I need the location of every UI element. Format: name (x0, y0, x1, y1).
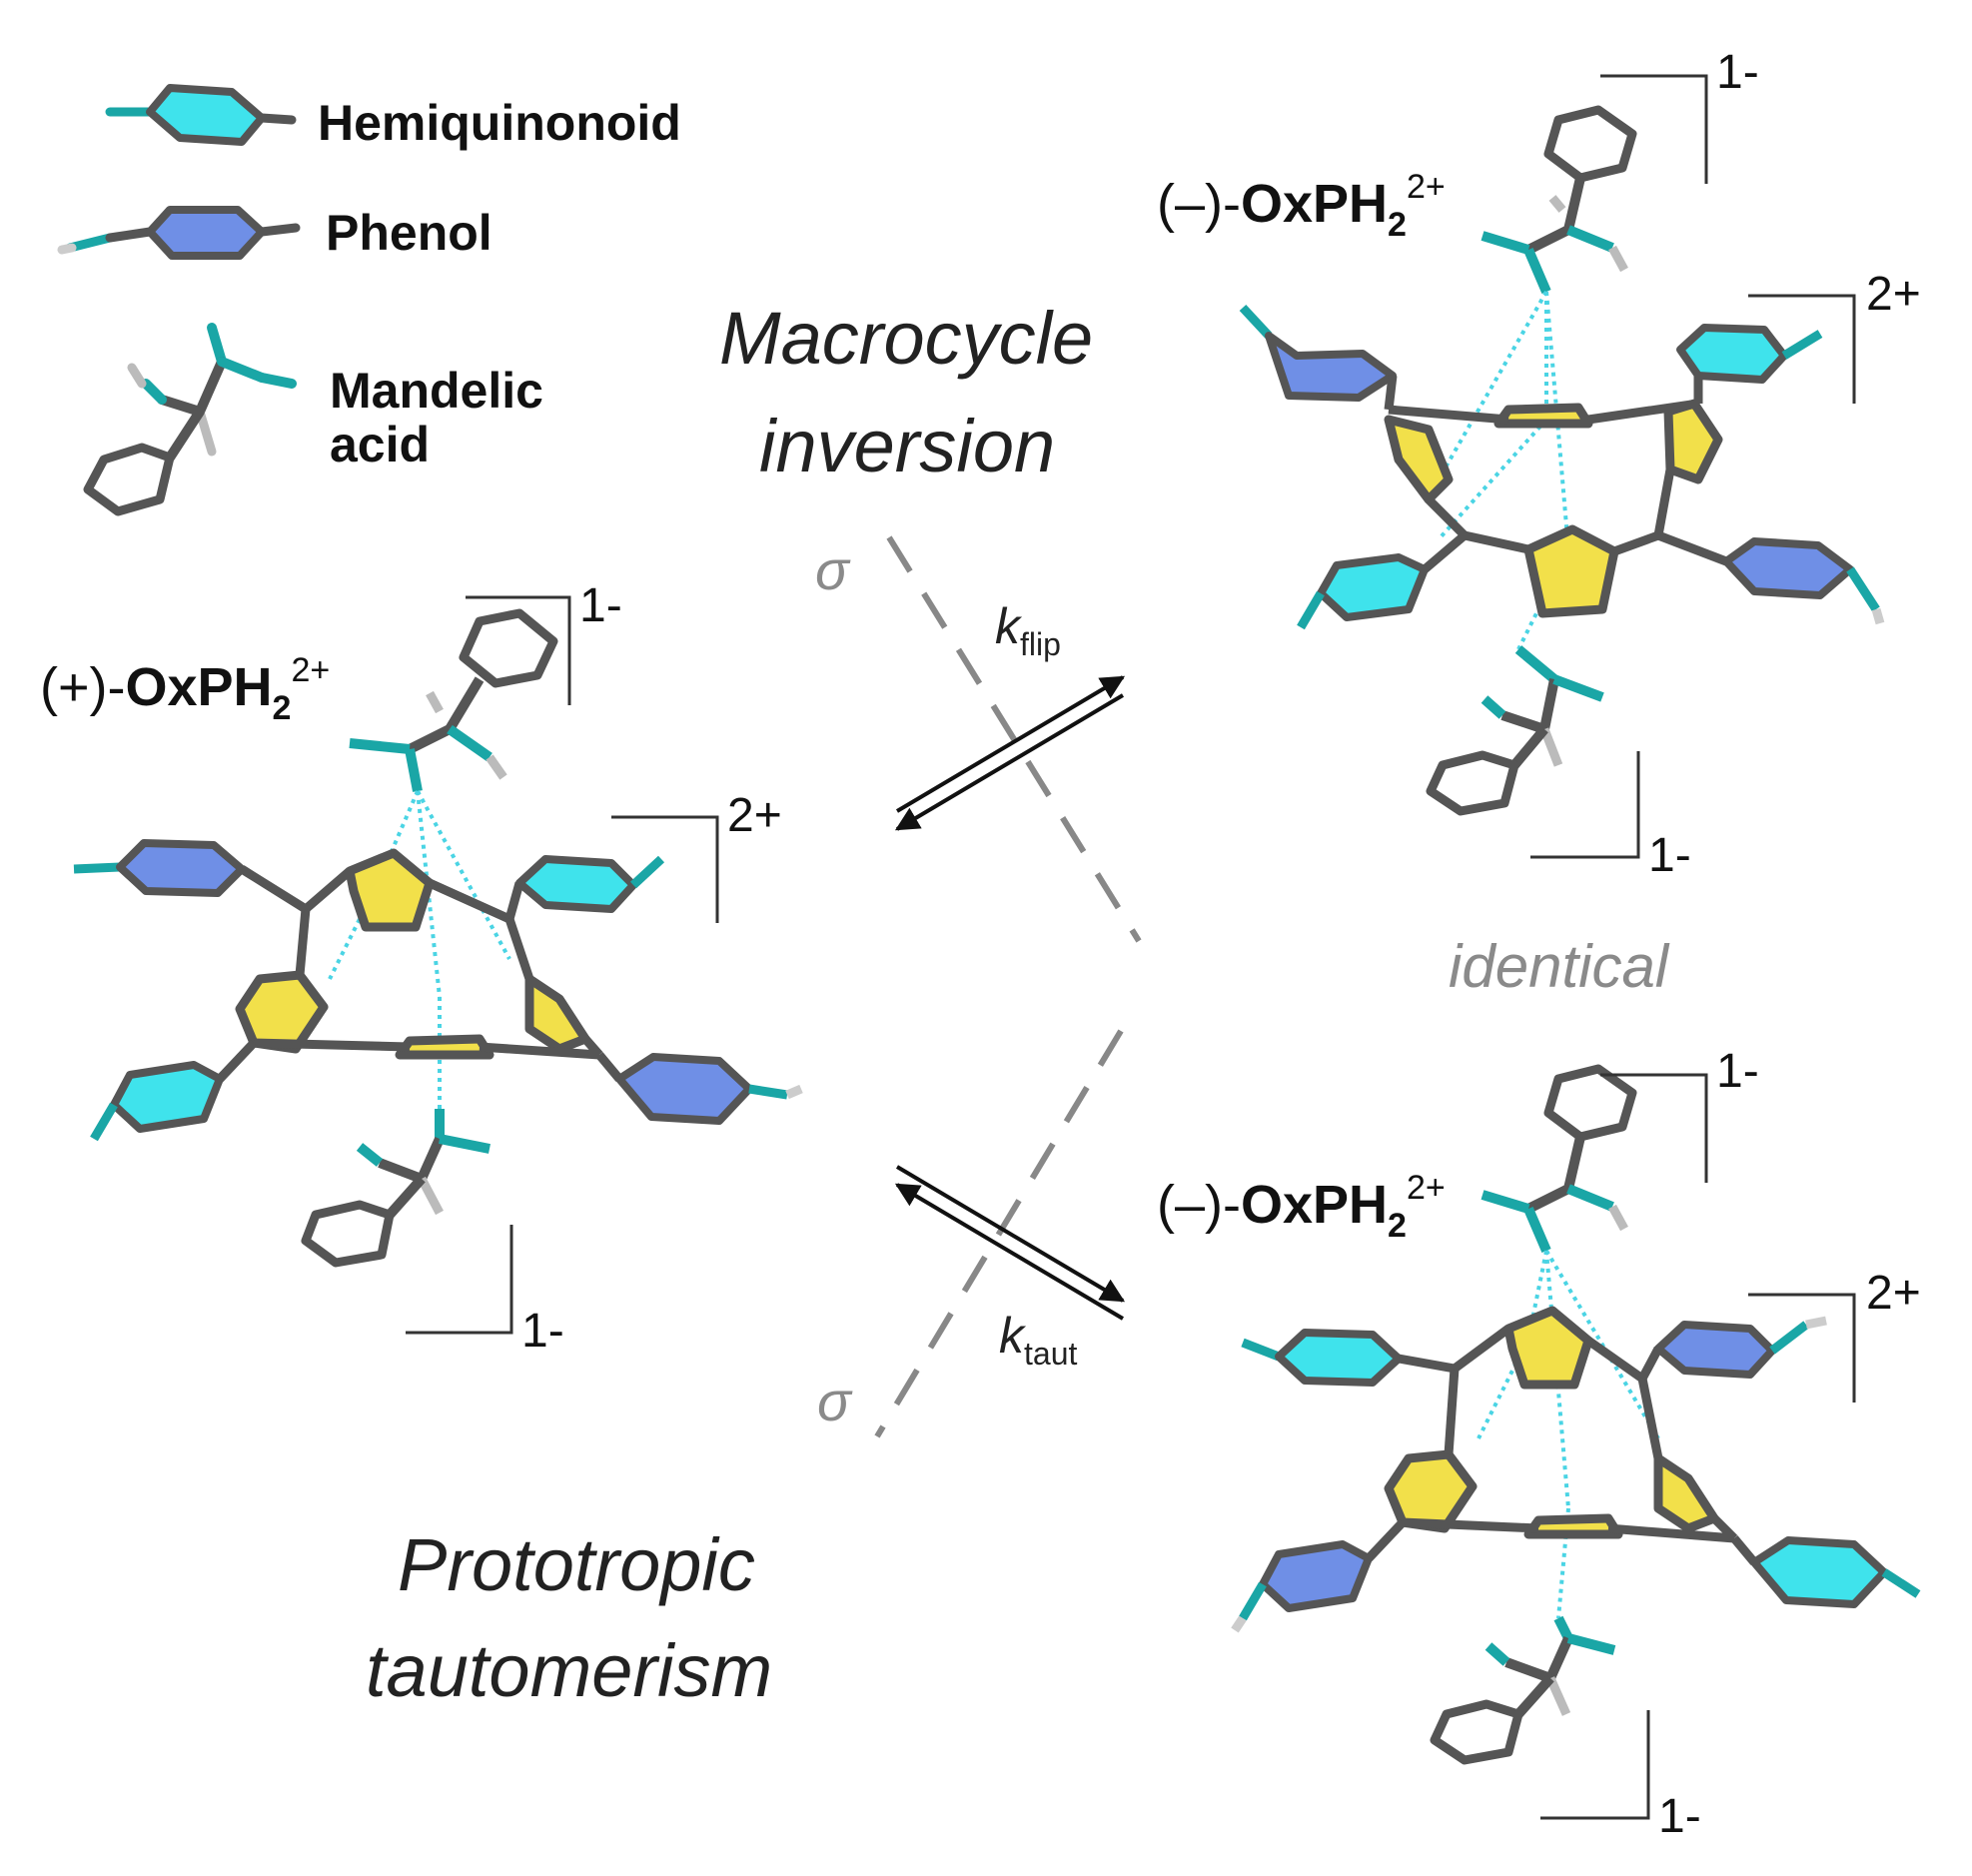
aryl-phenol-upper-left (1239, 304, 1398, 411)
equilibrium-arrows-flip (894, 675, 1126, 831)
macrocycle-inversion-title-line2: inversion (759, 405, 1055, 487)
top-right-bottom-bracket (1530, 751, 1640, 859)
macrocycle-core (1384, 1306, 1738, 1543)
aryl-hemiquinonoid-lower-right (1730, 1535, 1921, 1608)
sigma-lower: σ (817, 1370, 853, 1432)
hemiquinonoid-label: Hemiquinonoid (318, 95, 681, 151)
mandelic-label-line1: Mandelic (330, 363, 543, 419)
bottom-right-complex-label: (–)-OxPH22+ (1157, 1169, 1446, 1245)
mirror-plane-upper (886, 535, 1142, 943)
left-bottom-bracket (406, 1225, 513, 1335)
top-right-top-bracket (1600, 74, 1708, 184)
aryl-hemiquinonoid-lower-left (1297, 531, 1468, 630)
aryl-phenol-lower-left (1231, 1518, 1407, 1633)
left-top-charge: 1- (579, 579, 622, 632)
top-right-complex-label: (–)-OxPH22+ (1157, 168, 1446, 244)
complex-left (73, 608, 803, 1268)
aryl-phenol-lower-right (595, 1052, 803, 1125)
hydrogen-bonds (1477, 1249, 1660, 1619)
mandelic-acid-legend-icon (83, 323, 297, 516)
bottom-right-bottom-bracket (1540, 1710, 1650, 1820)
top-right-core-charge: 2+ (1866, 268, 1921, 321)
aryl-phenol-lower-right (1656, 530, 1885, 625)
mandelate-bottom (301, 1109, 491, 1268)
left-bottom-charge: 1- (521, 1305, 564, 1358)
prototropic-tautomerism-title-line1: Prototropic (398, 1523, 755, 1606)
identical-label: identical (1449, 933, 1670, 1000)
bottom-right-top-bracket (1600, 1073, 1708, 1183)
bottom-right-bottom-charge: 1- (1658, 1790, 1701, 1843)
bottom-right-core-bracket (1748, 1293, 1856, 1403)
k-taut-label: ktaut (999, 1308, 1077, 1372)
macrocycle-core (1384, 399, 1723, 618)
mandelate-bottom (1430, 1615, 1616, 1765)
left-core-charge: 2+ (727, 789, 782, 842)
aryl-phenol-upper-left (73, 839, 309, 913)
mandelate-top (1480, 105, 1637, 294)
aryl-hemiquinonoid-upper-right (1676, 324, 1823, 404)
mandelate-top (349, 608, 558, 792)
aryl-phenol-upper-right (1638, 1316, 1827, 1382)
mandelate-bottom (1426, 645, 1604, 816)
left-core-bracket (611, 815, 719, 923)
legend: Hemiquinonoid Phenol Mandelic acid (57, 84, 681, 516)
top-right-bottom-charge: 1- (1648, 829, 1691, 882)
top-right-top-charge: 1- (1716, 46, 1759, 99)
top-right-core-bracket (1748, 294, 1856, 404)
mandelic-label-line2: acid (330, 417, 430, 472)
hemiquinonoid-legend-icon (105, 84, 297, 146)
hydrogen-bonds (328, 790, 511, 1109)
prototropic-tautomerism-title-line2: tautomerism (366, 1629, 772, 1712)
aryl-hemiquinonoid-upper-right (504, 855, 665, 921)
complex-top-right-body (1239, 105, 1885, 816)
macrocycle-inversion-title-line1: Macrocycle (719, 297, 1093, 380)
bottom-right-core-charge: 2+ (1866, 1267, 1921, 1320)
equilibrium-arrows-taut (894, 1165, 1126, 1321)
mandelate-top (1480, 1064, 1637, 1253)
k-flip-label: kflip (995, 598, 1061, 662)
bottom-right-top-charge: 1- (1716, 1045, 1759, 1098)
aryl-hemiquinonoid-lower-left (90, 1039, 258, 1142)
mirror-plane-lower (874, 1029, 1124, 1438)
aryl-hemiquinonoid-upper-left (1241, 1329, 1456, 1387)
macrocycle-core (235, 848, 603, 1060)
phenol-label: Phenol (326, 205, 493, 261)
left-complex-label: (+)-OxPH22+ (40, 651, 330, 727)
complex-bottom-right-body (1231, 1064, 1921, 1765)
sigma-upper: σ (815, 538, 851, 601)
left-top-bracket (466, 595, 571, 705)
phenol-legend-icon (57, 206, 301, 260)
